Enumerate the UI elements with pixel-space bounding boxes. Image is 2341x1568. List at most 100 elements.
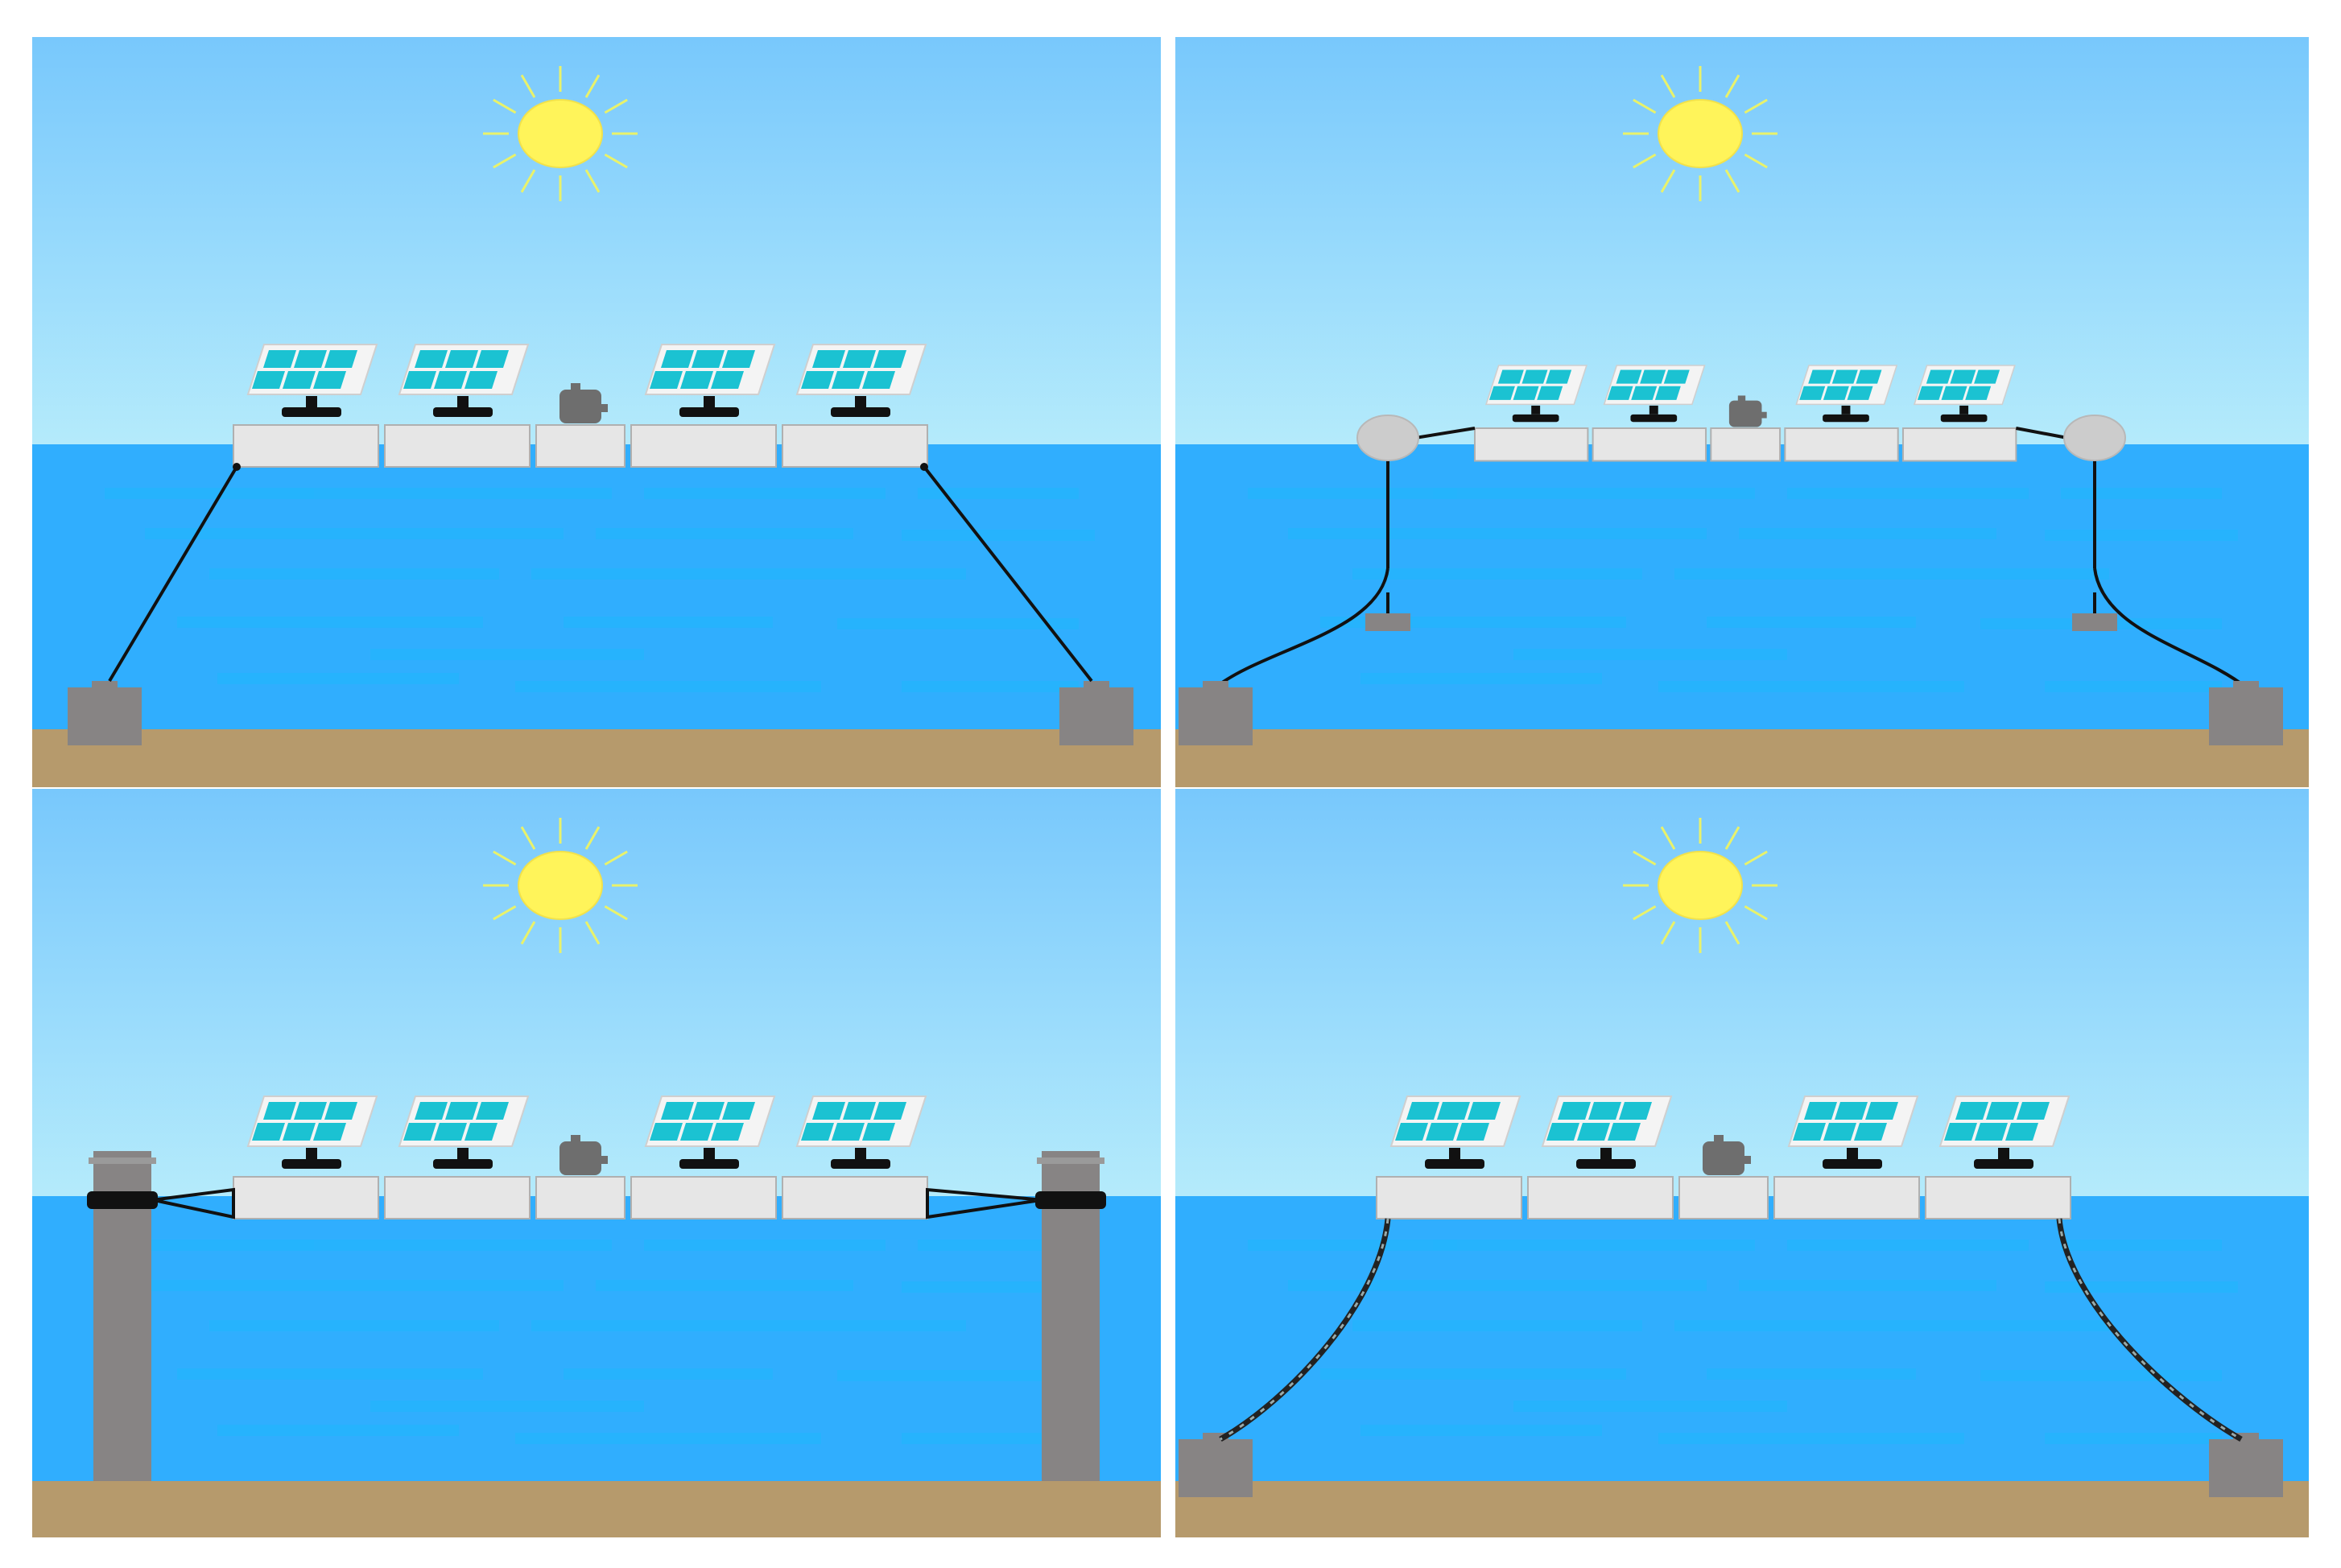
- float-pontoon: [782, 424, 928, 468]
- inverter-body: [559, 390, 601, 423]
- sun-ray: [1724, 826, 1740, 850]
- sun-disc: [1658, 99, 1743, 168]
- anchor-lug: [2233, 681, 2259, 689]
- panel-mount: [1823, 1159, 1882, 1169]
- water-ripple: [1980, 1370, 2222, 1381]
- panel-cell: [283, 371, 316, 389]
- water-ripple: [1658, 681, 1964, 692]
- water-ripple: [564, 1368, 773, 1380]
- panel-cell: [812, 1102, 845, 1120]
- sun-ray: [520, 921, 536, 945]
- anchor-lug: [2233, 1433, 2259, 1441]
- anchor-block-icon: [2209, 681, 2283, 745]
- panel-cell: [445, 350, 478, 368]
- water-ripple: [1674, 568, 2109, 580]
- panel-mount: [1974, 1159, 2033, 1169]
- sun-disc: [518, 851, 603, 920]
- sun-ray: [1724, 74, 1740, 98]
- float-pontoon: [1901, 427, 2017, 462]
- sinker-weight: [2072, 613, 2117, 631]
- panel-mount: [1823, 414, 1869, 423]
- water-ripple: [217, 673, 459, 684]
- sun-ray: [1724, 169, 1740, 193]
- water-ripple: [145, 1280, 564, 1291]
- panel-mount: [1940, 414, 1988, 423]
- anchor-block-icon: [2209, 1433, 2283, 1497]
- chain-links: [2058, 1218, 2242, 1441]
- panel-cell: [1950, 369, 1976, 384]
- sun-ray: [584, 826, 601, 850]
- sun-ray: [493, 98, 517, 114]
- panel-cell: [1926, 369, 1952, 384]
- water-ripple: [177, 617, 483, 628]
- water-ripple: [515, 681, 821, 692]
- water-ripple: [1787, 488, 2029, 499]
- panel-cell: [862, 371, 895, 389]
- seabed: [32, 1481, 1161, 1537]
- panel-post: [704, 1148, 715, 1159]
- sun-disc: [1658, 851, 1743, 920]
- water-ripple: [209, 568, 499, 580]
- water-ripple: [837, 618, 1079, 629]
- water-ripple: [1352, 568, 1642, 580]
- float-pontoon: [384, 1176, 531, 1219]
- anchor-body: [1179, 1439, 1253, 1497]
- inverter-port: [1743, 1156, 1751, 1164]
- float-pontoon: [1474, 427, 1589, 462]
- panel-cell: [1468, 1102, 1501, 1120]
- float-pontoon: [782, 1176, 928, 1219]
- panel-cell: [1974, 369, 2000, 384]
- panel-post: [1841, 405, 1851, 415]
- pile-collar: [1035, 1191, 1106, 1209]
- float-pontoon: [1773, 1176, 1920, 1219]
- water-ripple: [1658, 1433, 1964, 1444]
- solar-panel-icon: [795, 344, 927, 417]
- solar-panel-icon: [246, 1096, 378, 1169]
- sun-ray: [604, 153, 628, 169]
- float-pontoon: [630, 424, 777, 468]
- line-shackle: [920, 463, 928, 471]
- panel-cell: [1823, 1123, 1856, 1141]
- anchor-lug: [1203, 681, 1228, 689]
- panel-cell: [1799, 386, 1826, 400]
- panel-post: [457, 396, 469, 407]
- water-ripple: [1360, 673, 1602, 684]
- panel-cell: [1521, 369, 1548, 384]
- panel-cell: [313, 371, 346, 389]
- sun-ray: [1744, 153, 1768, 169]
- panel-cell: [1546, 1123, 1579, 1141]
- float-pontoon: [1592, 427, 1707, 462]
- panel-cell: [294, 350, 327, 368]
- sun-ray: [584, 169, 601, 193]
- panel-cell: [1865, 1102, 1898, 1120]
- float-pontoon: [1925, 1176, 2071, 1219]
- water-ripple: [217, 1425, 459, 1436]
- panel-cell: [873, 1102, 906, 1120]
- solar-panel-icon: [398, 344, 530, 417]
- sun-ray: [604, 905, 628, 921]
- pile-top: [89, 1157, 156, 1164]
- float-pontoon: [1784, 427, 1899, 462]
- panel-mount: [831, 1159, 890, 1169]
- inverter-cap: [1714, 1135, 1724, 1143]
- panel-cell: [692, 350, 725, 368]
- water-ripple: [105, 488, 314, 499]
- panel-cell: [294, 1102, 327, 1120]
- anchor-body: [1059, 687, 1133, 745]
- water-ripple: [1360, 1425, 1602, 1436]
- pile-connector: [926, 1187, 1036, 1219]
- panel-cell: [1941, 386, 1967, 400]
- panel-cell: [263, 1102, 296, 1120]
- panel-b: [1175, 37, 2309, 787]
- panel-cell: [313, 1123, 346, 1141]
- solar-panel-icon: [1484, 365, 1588, 423]
- panel-cell: [2005, 1123, 2038, 1141]
- float-pontoon: [384, 424, 531, 468]
- water-ripple: [1739, 1280, 1996, 1291]
- sun-ray: [584, 74, 601, 98]
- panel-cell: [1835, 1102, 1868, 1120]
- seabed: [1175, 1481, 2309, 1537]
- panel-cell: [434, 371, 467, 389]
- panel-cell: [843, 1102, 876, 1120]
- anchor-lug: [92, 681, 118, 689]
